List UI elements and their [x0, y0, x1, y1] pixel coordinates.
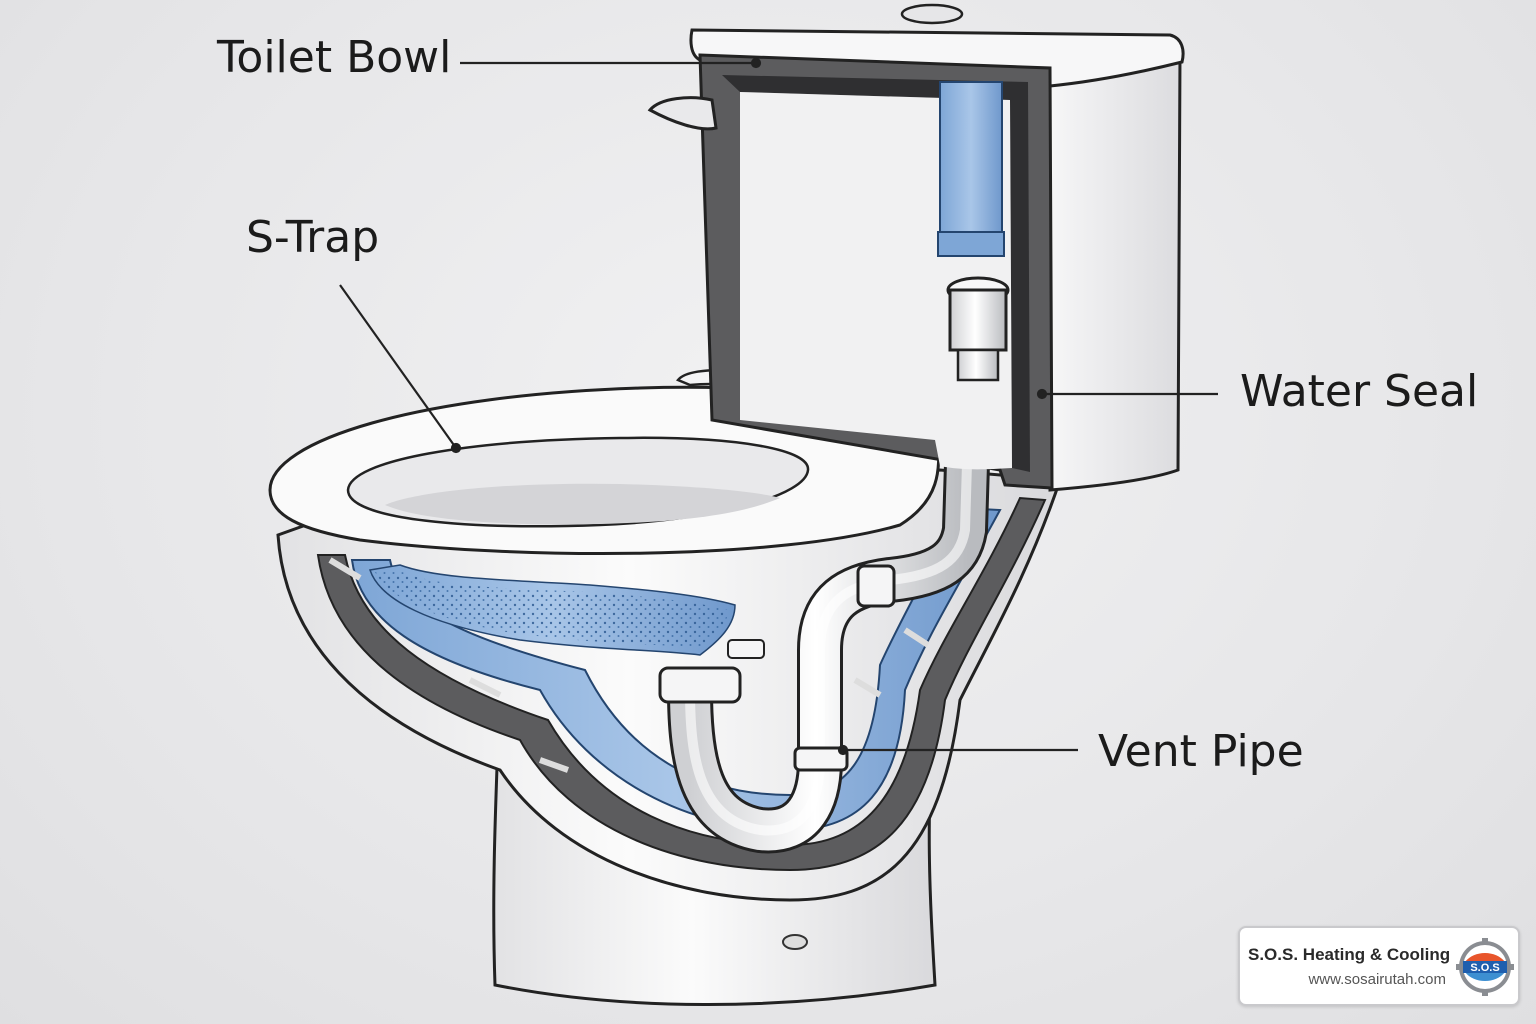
- company-name: S.O.S. Heating & Cooling: [1248, 945, 1451, 964]
- label-s-trap: S-Trap: [246, 212, 380, 263]
- bolt-cap-icon: [782, 934, 808, 950]
- sos-logo-icon: S.O.S: [1456, 938, 1514, 996]
- sos-logo-text: S.O.S: [1470, 962, 1499, 974]
- flush-button-icon: [900, 3, 964, 25]
- label-vent-pipe: Vent Pipe: [1098, 726, 1304, 777]
- company-url[interactable]: www.sosairutah.com: [1308, 971, 1446, 988]
- s-trap-pipe: [658, 378, 998, 854]
- label-water-seal: Water Seal: [1240, 366, 1479, 417]
- label-toilet-bowl: Toilet Bowl: [217, 32, 452, 83]
- toilet-tank: [647, 3, 1185, 492]
- company-badge[interactable]: S.O.S. Heating & Cooling www.sosairutah.…: [1238, 926, 1520, 1006]
- s-trap-leader: [339, 284, 457, 449]
- flush-lever-icon: [647, 96, 718, 131]
- callout-lines: [339, 57, 1218, 756]
